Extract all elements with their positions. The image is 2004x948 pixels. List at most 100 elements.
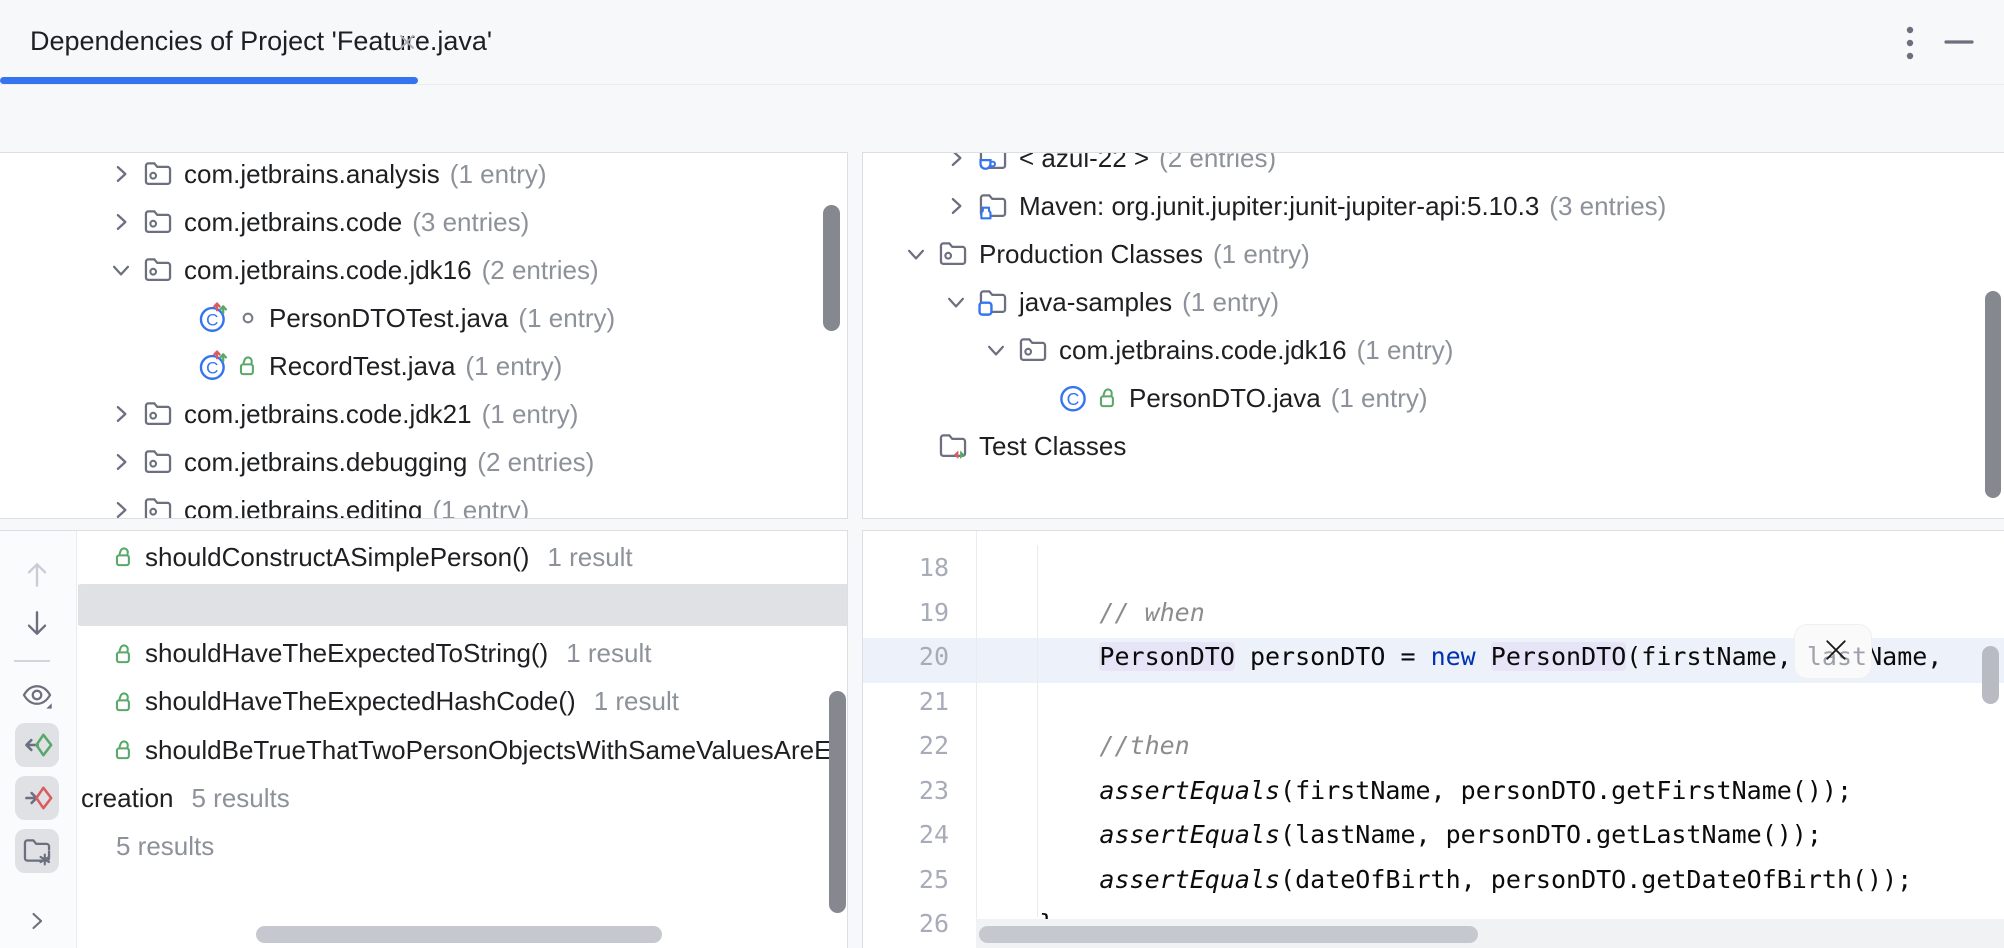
tree-row-azul-22[interactable]: < azul-22 >(2 entries) <box>863 152 2004 182</box>
tree-row-com-jetbrains-code-jdk16[interactable]: com.jetbrains.code.jdk16(1 entry) <box>863 326 2004 374</box>
chevron-down-icon[interactable] <box>939 285 973 319</box>
chevron-down-icon[interactable] <box>104 253 138 287</box>
package-icon <box>1015 332 1051 368</box>
code-token: //then <box>1099 731 1190 760</box>
tree-row-com-jetbrains-code[interactable]: com.jetbrains.code (3 entries) <box>0 198 847 246</box>
editor-vertical-scrollbar[interactable] <box>1982 646 1999 704</box>
chevron-right-icon[interactable] <box>104 397 138 431</box>
usage-row[interactable]: 20 PersonDTO personDTO = new PersonDTO(f… <box>78 581 847 629</box>
tree-node-label: com.jetbrains.code <box>184 206 403 237</box>
expand-panel-icon[interactable] <box>15 899 59 943</box>
usage-row[interactable]: shouldHaveTheExpectedToString()1 result <box>78 630 847 678</box>
tree-row-test-classes[interactable]: Test Classes <box>863 422 2004 470</box>
result-count: 1 result <box>566 638 652 669</box>
code-token: PersonDTO <box>1490 642 1627 671</box>
tree-row-java-samples[interactable]: java-samples(1 entry) <box>863 278 2004 326</box>
group-by-scope-button[interactable] <box>15 829 59 873</box>
tree-node-label: com.jetbrains.editing <box>184 494 423 519</box>
editor-line-23: 23 assertEquals(firstName, personDTO.get… <box>863 768 2004 813</box>
entry-count: (1 entry) <box>1330 382 1428 413</box>
unlocked-icon <box>111 641 137 667</box>
selected-row-highlight <box>78 584 847 627</box>
tree-node-label: RecordTest.java <box>269 350 456 381</box>
usage-row[interactable]: shouldHaveTheExpectedHashCode()1 result <box>78 678 847 726</box>
editor-horizontal-scrollbar-track[interactable] <box>976 919 2004 948</box>
library-icon <box>975 188 1011 224</box>
unlocked-icon <box>111 689 137 715</box>
tree-node-label: Production Classes <box>979 238 1203 269</box>
chevron-right-icon[interactable] <box>939 153 973 175</box>
preview-usages-button[interactable] <box>15 673 59 717</box>
package-icon <box>140 492 176 518</box>
test-class-icon: C <box>195 348 231 384</box>
usage-row[interactable]: 5 results <box>78 823 847 871</box>
right-tree-vertical-scrollbar[interactable] <box>1985 291 2001 498</box>
tree-row-com-jetbrains-editing[interactable]: com.jetbrains.editing (1 entry) <box>0 486 847 519</box>
code-text: //then <box>979 723 1190 768</box>
chevron-right-icon[interactable] <box>104 445 138 479</box>
usage-row[interactable]: shouldConstructASimplePerson() 1 result <box>78 533 847 581</box>
tree-row-production-classes[interactable]: Production Classes(1 entry) <box>863 230 2004 278</box>
tree-node-label: com.jetbrains.code.jdk21 <box>184 398 472 429</box>
next-occurrence-button[interactable] <box>15 601 59 645</box>
code-token: (firstName, <box>1626 642 1807 671</box>
tree-row-com-jetbrains-code-jdk16[interactable]: com.jetbrains.code.jdk16(2 entries) <box>0 246 847 294</box>
result-count: 5 results <box>116 831 215 862</box>
usage-text: shouldBeTrueThatTwoPersonObjectsWithSame… <box>145 734 832 765</box>
chevron-right-icon[interactable] <box>104 205 138 239</box>
tree-node-label: com.jetbrains.debugging <box>184 446 468 477</box>
chevron-placeholder <box>899 429 933 463</box>
entry-count: (2 entries) <box>1159 152 1277 173</box>
package-icon <box>140 396 176 432</box>
hovered-token: last <box>1806 642 1868 671</box>
tree-node-label: java-samples <box>1019 286 1173 317</box>
more-options-icon[interactable] <box>1896 24 1924 62</box>
tree-row-maven-org-junit-jupiter-junit-jupiter-api-5-10-3[interactable]: Maven: org.junit.jupiter:junit-jupiter-a… <box>863 182 2004 230</box>
tree-row-com-jetbrains-analysis[interactable]: com.jetbrains.analysis(1 entry) <box>0 153 847 198</box>
editor-horizontal-scrollbar[interactable] <box>979 926 1478 943</box>
unlocked-icon <box>1095 385 1121 411</box>
tree-node-label: com.jetbrains.code.jdk16 <box>1059 334 1347 365</box>
tree-row-com-jetbrains-debugging[interactable]: com.jetbrains.debugging(2 entries) <box>0 438 847 486</box>
code-token: personDTO = <box>1234 642 1431 671</box>
minimize-icon[interactable] <box>1942 28 1976 56</box>
tree-node-label: com.jetbrains.code.jdk16 <box>184 254 472 285</box>
tab-close-icon[interactable] <box>394 29 420 55</box>
usages-vertical-scrollbar[interactable] <box>829 691 846 913</box>
code-token: (dateOfBirth, personDTO.getDateOfBirth()… <box>1280 864 1913 894</box>
outgoing-usages-button[interactable] <box>15 723 59 767</box>
chevron-placeholder <box>159 349 193 383</box>
chevron-down-icon[interactable] <box>899 237 933 271</box>
chevron-right-icon[interactable] <box>104 157 138 191</box>
previous-occurrence-button[interactable] <box>15 553 59 597</box>
test-class-icon: C <box>195 300 231 336</box>
svg-text:C: C <box>206 359 218 378</box>
left-tree-vertical-scrollbar[interactable] <box>823 205 840 331</box>
usage-text: shouldConstructASimplePerson() <box>145 541 530 572</box>
line-number: 24 <box>918 820 949 849</box>
incoming-usages-button[interactable] <box>15 776 59 820</box>
usages-horizontal-scrollbar[interactable] <box>256 926 662 943</box>
package-icon <box>140 444 176 480</box>
entry-count: (1 entry) <box>432 494 530 519</box>
toolbar: ? <box>0 86 2004 228</box>
entry-count: (3 entries) <box>412 206 530 237</box>
chevron-down-icon[interactable] <box>979 333 1013 367</box>
entry-count: (1 entry) <box>449 158 547 189</box>
line-number: 18 <box>918 553 949 582</box>
entry-count: (1 entry) <box>481 398 579 429</box>
result-count: 1 result <box>547 541 633 572</box>
chevron-right-icon[interactable] <box>104 493 138 518</box>
svg-text:C: C <box>1067 389 1080 409</box>
gutter-separator <box>976 531 977 948</box>
tree-row-com-jetbrains-code-jdk21[interactable]: com.jetbrains.code.jdk21 (1 entry) <box>0 390 847 438</box>
code-token: // when <box>1099 597 1205 627</box>
usage-row[interactable]: shouldBeTrueThatTwoPersonObjectsWithSame… <box>78 726 847 774</box>
chevron-right-icon[interactable] <box>939 189 973 223</box>
